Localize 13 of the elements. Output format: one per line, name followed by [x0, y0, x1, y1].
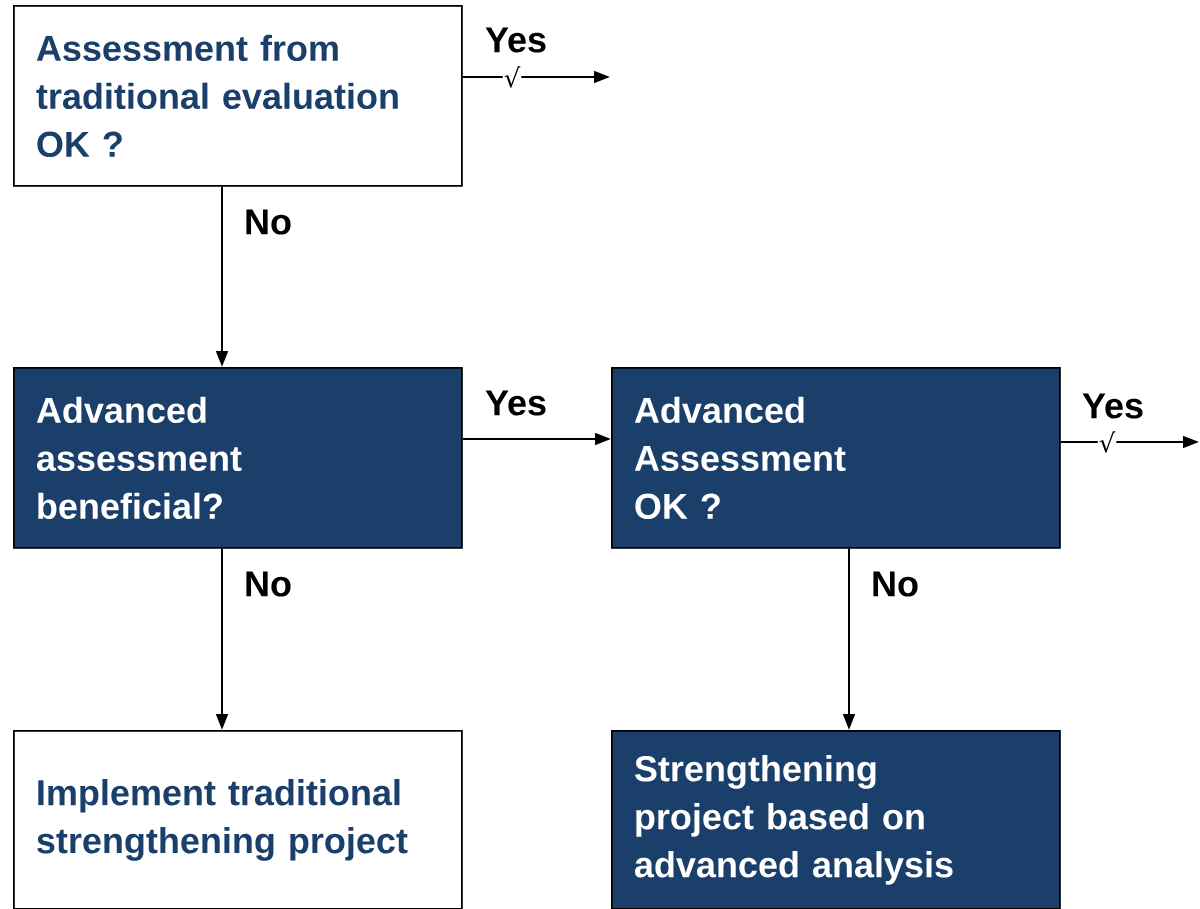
- process-box: Strengthening project based on advanced analysis: [611, 730, 1061, 909]
- decision-box: Implement traditional strengthening project: [13, 730, 463, 909]
- edge-label: Yes: [485, 390, 546, 416]
- edge-label: No: [873, 571, 918, 597]
- process-box: Advanced assessment beneficial?: [13, 367, 463, 549]
- check-mark: √: [502, 65, 522, 89]
- check-mark: √: [1097, 430, 1117, 454]
- process-box: Advanced Assessment OK ?: [611, 367, 1061, 549]
- edge-label: No: [246, 209, 291, 235]
- edge-label: Yes: [485, 27, 546, 53]
- edge-label: Yes: [1082, 393, 1143, 419]
- decision-box: Assessment from traditional evaluation OK ?: [13, 5, 463, 187]
- edge-label: No: [246, 571, 291, 597]
